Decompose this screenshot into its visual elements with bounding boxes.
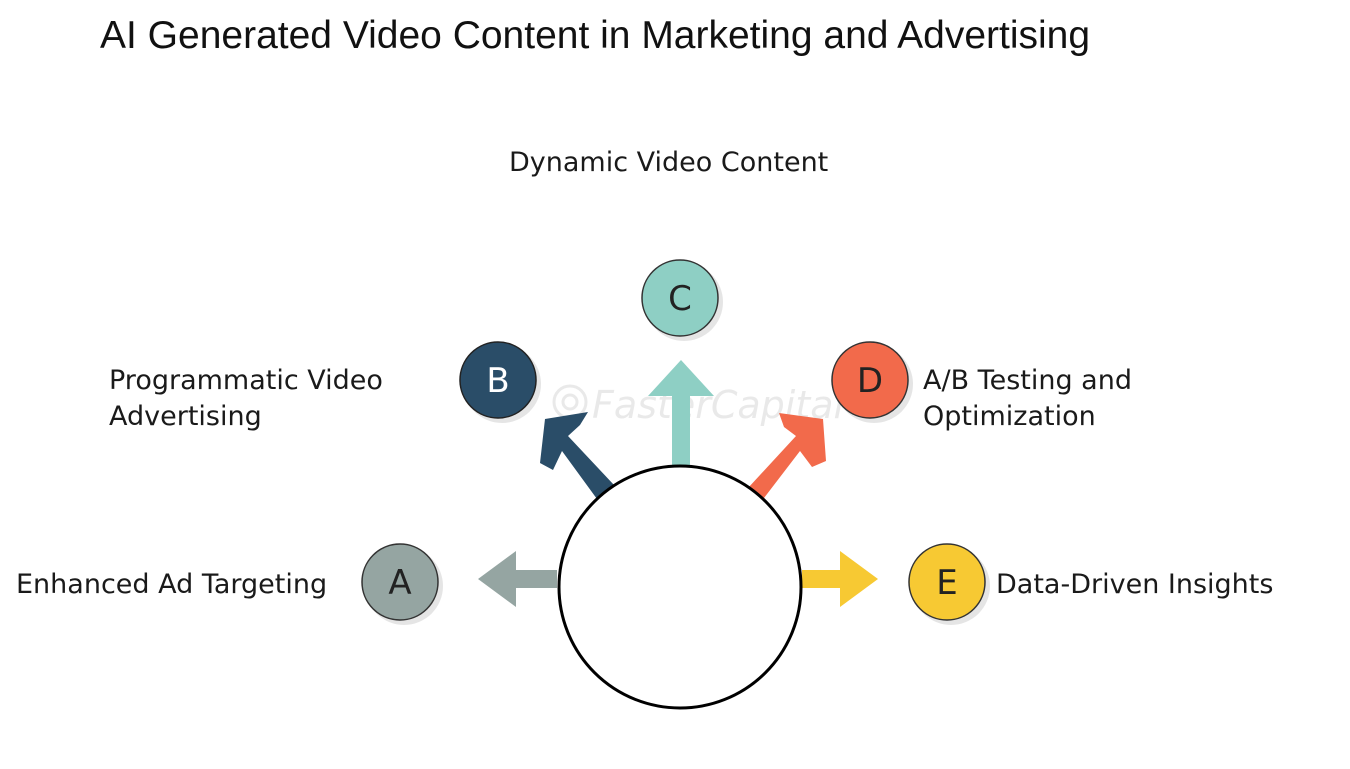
label-d-line-1: A/B Testing and: [923, 365, 1132, 396]
node-b: B: [459, 341, 541, 423]
label-e: Data-Driven Insights: [996, 567, 1273, 603]
label-c: Dynamic Video Content: [509, 145, 828, 181]
arrow-to-e: [802, 551, 878, 607]
arrow-to-d: [748, 413, 826, 498]
label-c-line-1: Dynamic Video Content: [509, 147, 829, 178]
node-c-letter: C: [668, 279, 692, 319]
node-c: C: [641, 259, 723, 341]
label-d-line-2: Optimization: [923, 401, 1096, 432]
label-a: Enhanced Ad Targeting: [16, 567, 327, 603]
diagram-title: AI Generated Video Content in Marketing …: [100, 14, 1091, 57]
label-b: Programmatic Video Advertising: [109, 363, 383, 435]
node-d-letter: D: [857, 361, 883, 401]
node-a-letter: A: [388, 563, 411, 603]
arrow-to-c: [648, 360, 714, 466]
node-e: E: [908, 543, 990, 625]
label-e-line-1: Data-Driven Insights: [996, 569, 1274, 600]
label-d: A/B Testing and Optimization: [923, 363, 1132, 435]
center-circle: [557, 464, 803, 710]
node-b-letter: B: [486, 361, 509, 401]
node-e-letter: E: [936, 563, 957, 603]
arrow-to-a: [478, 551, 557, 607]
label-a-line-1: Enhanced Ad Targeting: [16, 569, 328, 600]
node-d: D: [831, 341, 913, 423]
arrow-to-b: [540, 412, 614, 499]
label-b-line-1: Programmatic Video: [109, 365, 383, 396]
node-a: A: [361, 543, 443, 625]
label-b-line-2: Advertising: [109, 401, 262, 432]
